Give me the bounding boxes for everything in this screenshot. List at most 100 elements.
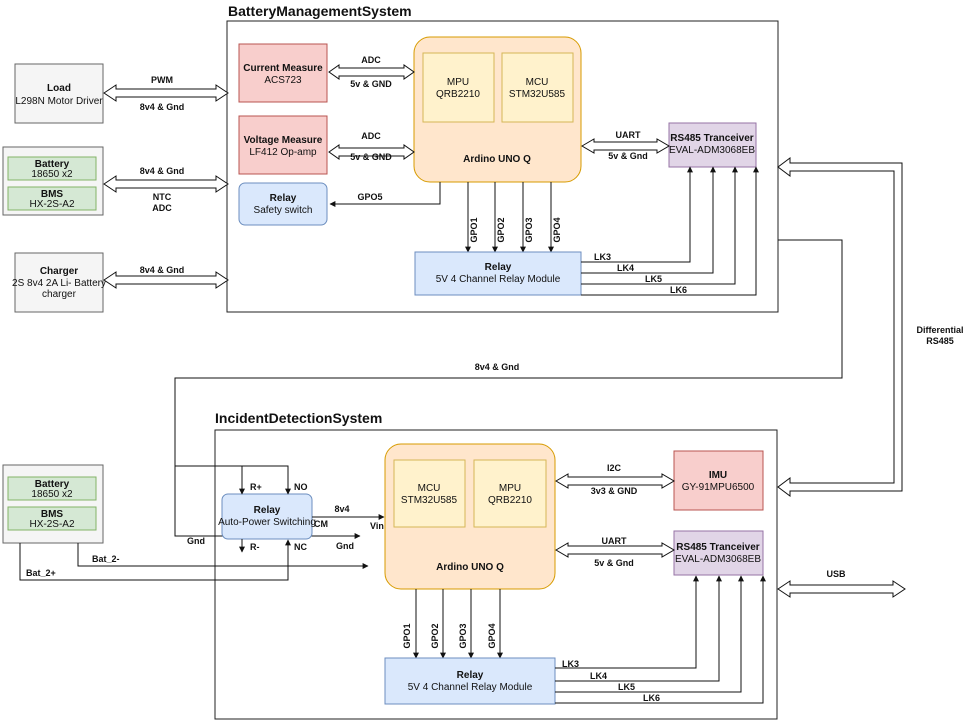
feed-power-line — [174, 239, 843, 539]
gnd-left-label: Gnd — [187, 536, 205, 546]
v8v4-label: 8v4 — [334, 504, 349, 514]
bms-arduino-block: MPU QRB2210 MCU STM32U585 Ardino UNO Q — [413, 36, 582, 183]
imu-name: IMU — [709, 470, 727, 481]
relay-safety-sub: Safety switch — [254, 205, 313, 216]
relay-safety-block: Relay Safety switch — [238, 182, 328, 226]
bms-mpu-sub: QRB2210 — [436, 89, 480, 100]
nc-label: NC — [294, 542, 307, 552]
r-minus-label: R- — [250, 542, 260, 552]
bms-name-bottom: BMS — [41, 509, 64, 520]
bms-uart-label: UART — [616, 130, 641, 140]
ids-title: IncidentDetectionSystem — [215, 410, 382, 426]
gpo5-label: GPO5 — [357, 192, 382, 202]
ids-gpo1-label: GPO1 — [402, 623, 412, 648]
ids-lk6-line — [555, 575, 766, 704]
ids-lk3-label: LK3 — [562, 659, 579, 669]
bms-gpo2-label: GPO2 — [496, 217, 506, 242]
pwm-label: PWM — [151, 75, 173, 85]
relay-safety-name: Relay — [270, 193, 297, 204]
bms-uart-power-label: 5v & Gnd — [608, 151, 648, 161]
battery-bms-group-bottom: Battery 18650 x2 BMS HX-2S-A2 — [2, 464, 104, 544]
differential-label: Differential — [916, 325, 963, 335]
pwm-power-label: 8v4 & Gnd — [140, 102, 185, 112]
i2c-power-label: 3v3 & GND — [591, 486, 638, 496]
pwr1-label: 5v & GND — [350, 79, 392, 89]
bms-mcu-name: MCU — [526, 77, 549, 88]
ids-uart-power-label: 5v & Gnd — [594, 558, 634, 568]
imu-block: IMU GY-91MPU6500 — [673, 450, 764, 511]
bms-title: BatteryManagementSystem — [228, 3, 412, 19]
ids-mcu-sub: STM32U585 — [401, 495, 458, 506]
pwr2-label: 5v & GND — [350, 152, 392, 162]
rs485-label: RS485 — [926, 336, 954, 346]
charger-power-label: 8v4 & Gnd — [140, 265, 185, 275]
ids-mcu-name: MCU — [418, 483, 441, 494]
charger-double-arrow — [103, 271, 229, 289]
bat2-minus-label: Bat_2- — [92, 554, 120, 564]
bms-relay-module-sub: 5V 4 Channel Relay Module — [436, 274, 561, 285]
bms-rs485-block: RS485 Tranceiver EVAL-ADM3068EB — [668, 122, 757, 168]
bms-lk3-label: LK3 — [594, 252, 611, 262]
battery-power-label: 8v4 & Gnd — [140, 166, 185, 176]
relay-aps-block: Relay Auto-Power Switching — [218, 493, 316, 540]
differential-rs485-bus — [777, 157, 903, 497]
ids-gpo4-label: GPO4 — [487, 623, 497, 648]
ids-lk3-line — [555, 575, 699, 669]
imu-sub: GY-91MPU6500 — [682, 482, 755, 493]
cm-label: CM — [314, 519, 328, 529]
adc-battery-label: ADC — [152, 203, 172, 213]
bms-lk5-label: LK5 — [645, 274, 662, 284]
ids-uart-double-arrow — [555, 542, 675, 558]
no-feed-line — [175, 465, 291, 495]
bat2-minus-line — [77, 543, 369, 569]
ids-relay-module-name: Relay — [457, 670, 484, 681]
voltage-measure-name: Voltage Measure — [244, 135, 323, 146]
ids-lk4-label: LK4 — [590, 671, 607, 681]
battery-name-bottom: Battery — [35, 479, 70, 490]
battery-double-arrow — [103, 175, 229, 193]
charger-sub1: 2S 8v4 2A Li- Battery — [12, 278, 106, 289]
ids-mpu-sub: QRB2210 — [488, 495, 532, 506]
ids-lk5-label: LK5 — [618, 682, 635, 692]
load-name: Load — [47, 83, 71, 94]
bms-gpo3-label: GPO3 — [524, 217, 534, 242]
adc2-label: ADC — [361, 131, 381, 141]
bat2-plus-line — [19, 539, 291, 581]
ids-frame — [214, 429, 778, 720]
i2c-label: I2C — [607, 463, 622, 473]
ids-rs485-sub: EVAL-ADM3068EB — [675, 554, 761, 565]
ids-rs485-block: RS485 Tranceiver EVAL-ADM3068EB — [673, 530, 764, 576]
load-sub: L298N Motor Driver — [15, 96, 103, 107]
battery-sub-top: 18650 x2 — [31, 169, 73, 180]
no-label: NO — [294, 482, 308, 492]
ids-gpo2-label: GPO2 — [430, 623, 440, 648]
gnd-mid-label: Gnd — [336, 541, 354, 551]
relay-aps-sub: Auto-Power Switching — [218, 517, 316, 528]
charger-sub2: charger — [42, 289, 77, 300]
ids-mpu-name: MPU — [499, 483, 521, 494]
current-measure-name: Current Measure — [243, 63, 323, 74]
bms-lk5-line — [581, 166, 738, 285]
i2c-double-arrow — [555, 473, 675, 489]
bms-lk3-line — [581, 166, 693, 263]
r-plus-label: R+ — [250, 482, 262, 492]
bms-rs485-sub: EVAL-ADM3068EB — [669, 145, 755, 156]
bms-gpo4-label: GPO4 — [552, 217, 562, 242]
ids-relay-module-block: Relay 5V 4 Channel Relay Module — [384, 657, 556, 705]
bms-lk6-label: LK6 — [670, 285, 687, 295]
ntc-label: NTC — [153, 192, 172, 202]
current-measure-block: Current Measure ACS723 — [238, 43, 328, 103]
ids-relay-module-sub: 5V 4 Channel Relay Module — [408, 682, 533, 693]
ids-lk6-label: LK6 — [643, 693, 660, 703]
bms-lk6-line — [581, 166, 759, 296]
bms-relay-module-block: Relay 5V 4 Channel Relay Module — [414, 251, 582, 296]
load-block: Load L298N Motor Driver — [14, 63, 104, 124]
battery-sub-bottom: 18650 x2 — [31, 489, 73, 500]
current-adc-double-arrow — [328, 64, 415, 80]
ids-arduino-block: MCU STM32U585 MPU QRB2210 Ardino UNO Q — [384, 443, 556, 590]
ids-gpo3-label: GPO3 — [458, 623, 468, 648]
bms-sub-top: HX-2S-A2 — [29, 199, 74, 210]
charger-block: Charger 2S 8v4 2A Li- Battery charger — [12, 252, 106, 313]
charger-name: Charger — [40, 266, 78, 277]
